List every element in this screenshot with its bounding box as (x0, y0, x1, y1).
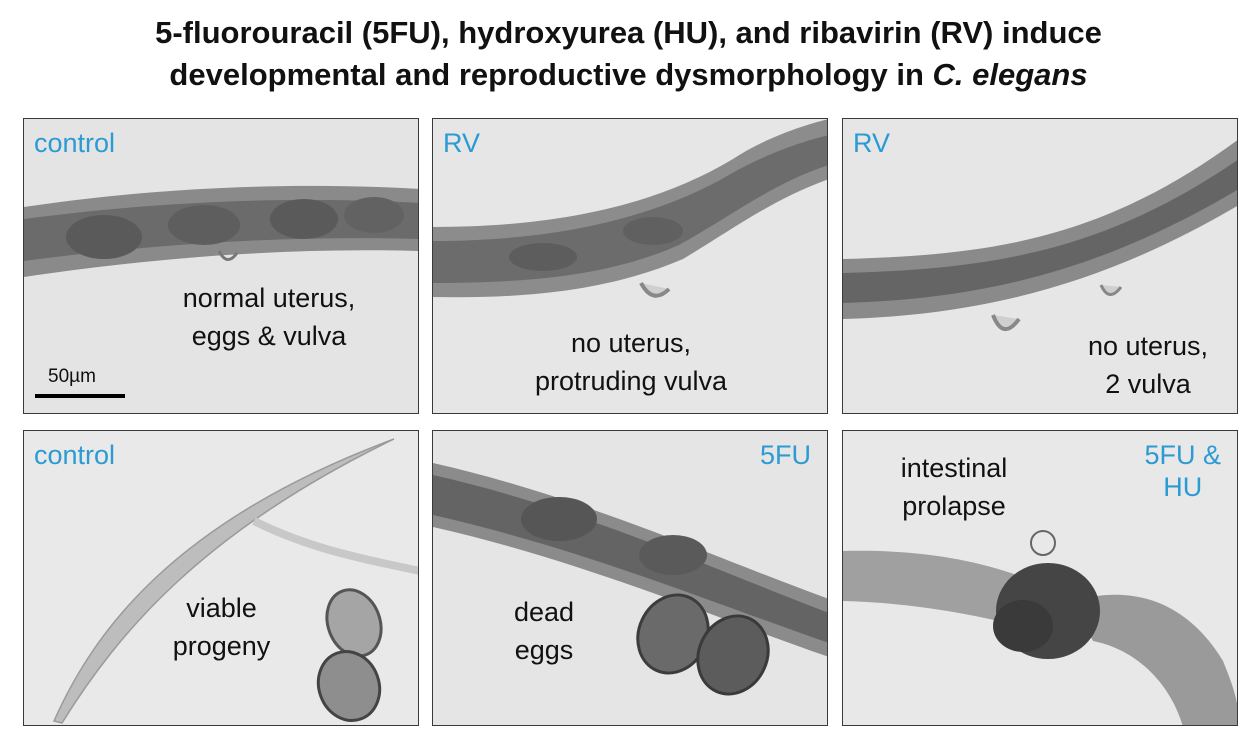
panel-annotation: normal uterus, eggs & vulva (144, 279, 394, 355)
tag-line-1: 5FU & (1144, 440, 1221, 470)
panel-rv-two-vulva: RV no uterus, 2 vulva (842, 118, 1238, 414)
scale-bar (35, 394, 125, 398)
panel-5fu-hu-prolapse: 5FU & HU intestinal prolapse (842, 430, 1238, 726)
panel-control-uterus: control normal uterus, eggs & vulva 50µm (23, 118, 419, 414)
panel-tag: 5FU (759, 440, 811, 470)
annotation-line-2: 2 vulva (1105, 369, 1191, 399)
annotation-line-1: normal uterus, (182, 283, 356, 313)
annotation-line-1: dead (513, 597, 575, 627)
panel-annotation: viable progeny (144, 589, 299, 665)
annotation-line-2: eggs & vulva (191, 321, 347, 351)
micrograph-rv-protruding-vulva (433, 119, 827, 413)
panel-rv-protruding-vulva: RV no uterus, protruding vulva (432, 118, 828, 414)
annotation-line-2: protruding vulva (534, 366, 728, 396)
panel-annotation: dead eggs (489, 593, 599, 669)
panel-tag: control (34, 128, 116, 158)
panel-tag: control (34, 440, 116, 470)
species-name: C. elegans (932, 57, 1088, 92)
annotation-line-1: no uterus, (1087, 331, 1209, 361)
panel-annotation: intestinal prolapse (879, 449, 1029, 525)
micrograph-5fu-hu-prolapse (843, 431, 1237, 725)
panel-tag: RV (853, 128, 891, 158)
title-line-2-text: developmental and reproductive dysmorpho… (169, 57, 933, 92)
panel-tag: 5FU & HU (1144, 439, 1221, 503)
micrograph-rv-two-vulva (843, 119, 1237, 413)
panel-5fu-dead-eggs: 5FU dead eggs (432, 430, 828, 726)
annotation-line-1: intestinal (900, 453, 1008, 483)
annotation-line-2: prolapse (902, 491, 1006, 521)
panel-annotation: no uterus, protruding vulva (481, 324, 781, 400)
title-line-1: 5-fluorouracil (5FU), hydroxyurea (HU), … (155, 15, 1102, 50)
panel-annotation: no uterus, 2 vulva (1063, 327, 1233, 403)
micrograph-control-uterus (24, 119, 418, 413)
panel-control-progeny: control viable progeny (23, 430, 419, 726)
annotation-line-2: eggs (514, 635, 574, 665)
annotation-line-1: viable (186, 593, 257, 623)
figure-title: 5-fluorouracil (5FU), hydroxyurea (HU), … (0, 12, 1257, 96)
panel-tag: RV (443, 128, 481, 158)
tag-line-2: HU (1163, 472, 1203, 502)
micrograph-5fu-dead-eggs (433, 431, 827, 725)
micrograph-control-progeny (24, 431, 418, 725)
title-line-2: developmental and reproductive dysmorpho… (0, 54, 1257, 96)
scale-bar-label: 50µm (48, 366, 96, 387)
annotation-line-1: no uterus, (570, 328, 692, 358)
annotation-line-2: progeny (172, 631, 271, 661)
